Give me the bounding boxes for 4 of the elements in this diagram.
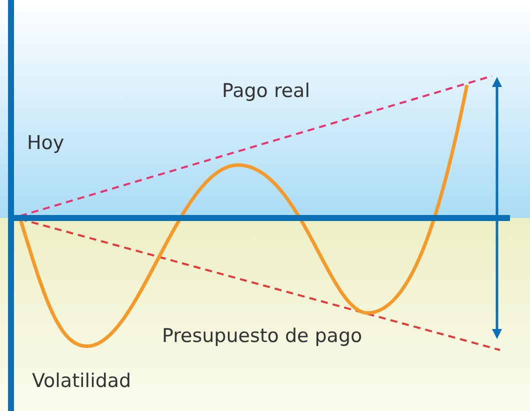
chart-label: Presupuesto de pago — [162, 327, 362, 346]
chart-label: Hoy — [27, 134, 64, 153]
chart-label: Volatilidad — [32, 372, 132, 391]
chart-label: Pago real — [222, 82, 310, 101]
